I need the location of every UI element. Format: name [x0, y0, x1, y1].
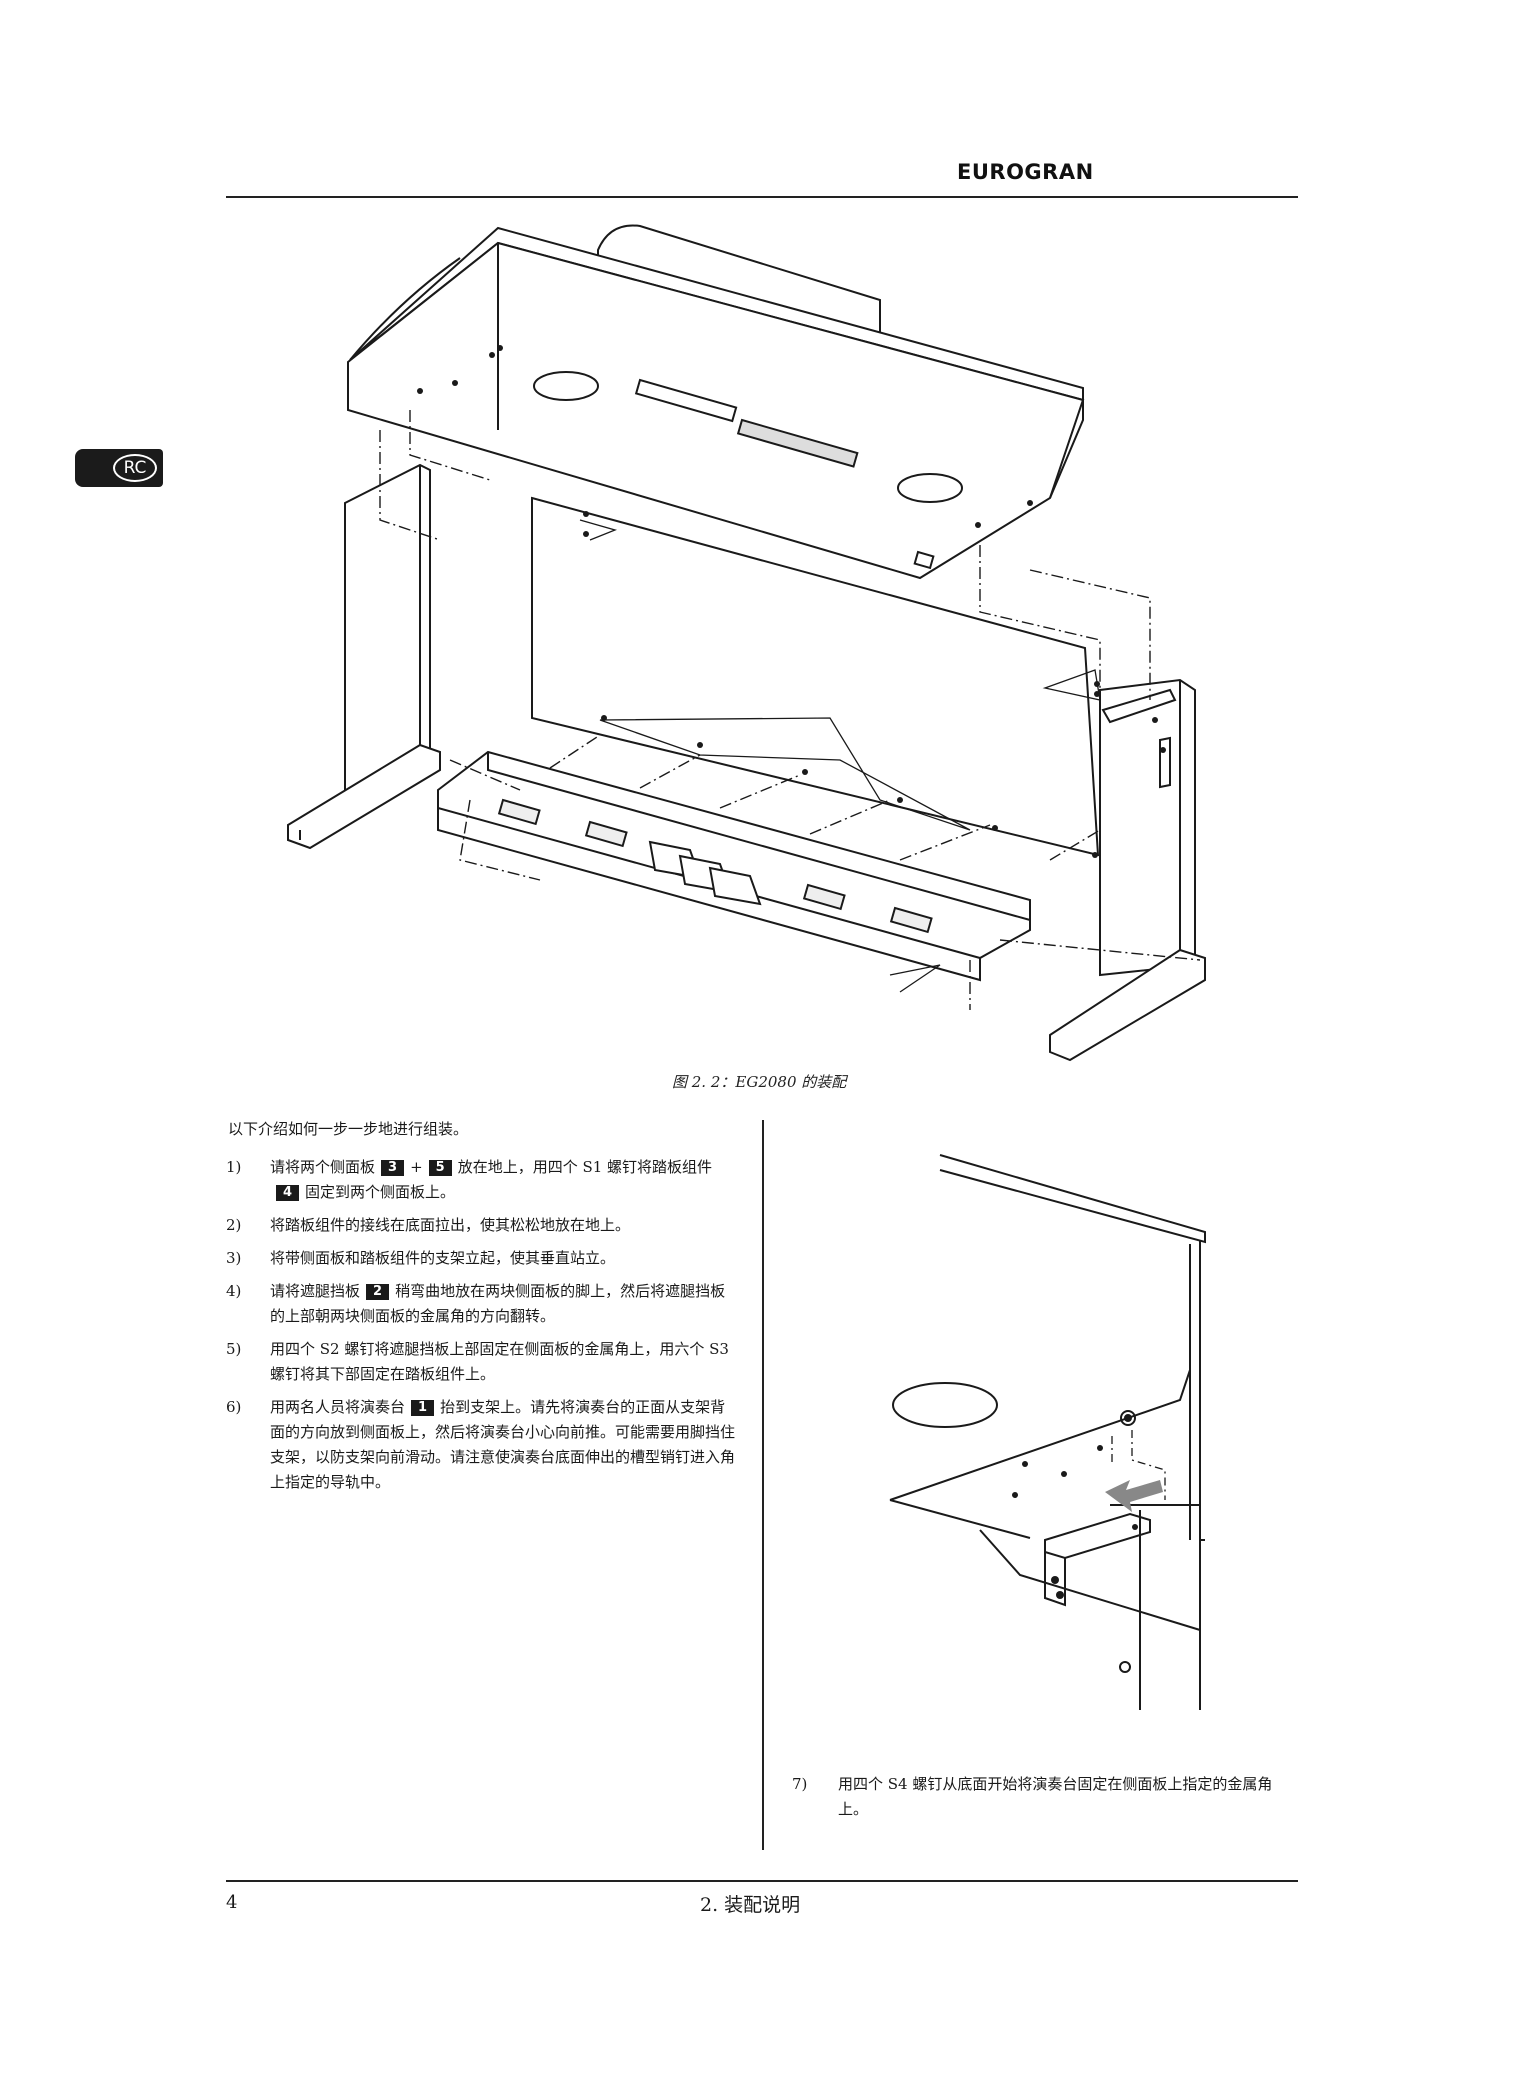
intro-text: 以下介绍如何一步一步地进行组装。	[228, 1120, 469, 1138]
step-item: 3) 将带侧面板和踏板组件的支架立起，使其垂直站立。	[226, 1246, 736, 1271]
page-number: 4	[226, 1892, 238, 1913]
brand-logo: EUROGRAN	[957, 160, 1094, 184]
step-text: 将带侧面板和踏板组件的支架立起，使其垂直站立。	[270, 1249, 616, 1267]
header-rule	[226, 196, 1298, 198]
step-number: 6)	[226, 1398, 242, 1416]
language-tab: RC	[75, 449, 163, 487]
step-text: 用四个 S4 螺钉从底面开始将演奏台固定在侧面板上指定的金属角上。	[838, 1775, 1273, 1818]
detail-diagram	[889, 1154, 1206, 1710]
step-number: 5)	[226, 1340, 242, 1358]
step-number: 7)	[792, 1775, 808, 1793]
part-number-badge: 1	[411, 1400, 435, 1416]
step-text: 用四个 S2 螺钉将遮腿挡板上部固定在侧面板的金属角上，用六个 S3 螺钉将其下…	[270, 1340, 729, 1383]
step-number: 1)	[226, 1158, 242, 1176]
step-number: 4)	[226, 1282, 242, 1300]
step-text: 将踏板组件的接线在底面拉出，使其松松地放在地上。	[270, 1216, 631, 1234]
step-item: 7) 用四个 S4 螺钉从底面开始将演奏台固定在侧面板上指定的金属角上。	[792, 1772, 1302, 1822]
part-number-badge: 2	[366, 1284, 390, 1300]
step-number: 3)	[226, 1249, 242, 1267]
section-title: 2. 装配说明	[700, 1894, 801, 1916]
assembly-diagram	[287, 224, 1206, 1062]
language-label: RC	[113, 454, 157, 482]
step-item: 2) 将踏板组件的接线在底面拉出，使其松松地放在地上。	[226, 1213, 736, 1238]
part-number-badge: 5	[428, 1160, 452, 1176]
part-number-badge: 4	[276, 1185, 300, 1201]
part-number-badge: 3	[381, 1160, 405, 1176]
footer-rule	[226, 1880, 1298, 1882]
figure-caption: 图 2. 2：EG2080 的装配	[672, 1073, 847, 1091]
step-number: 2)	[226, 1216, 242, 1234]
step-item: 5) 用四个 S2 螺钉将遮腿挡板上部固定在侧面板的金属角上，用六个 S3 螺钉…	[226, 1337, 736, 1387]
column-divider	[762, 1120, 764, 1850]
